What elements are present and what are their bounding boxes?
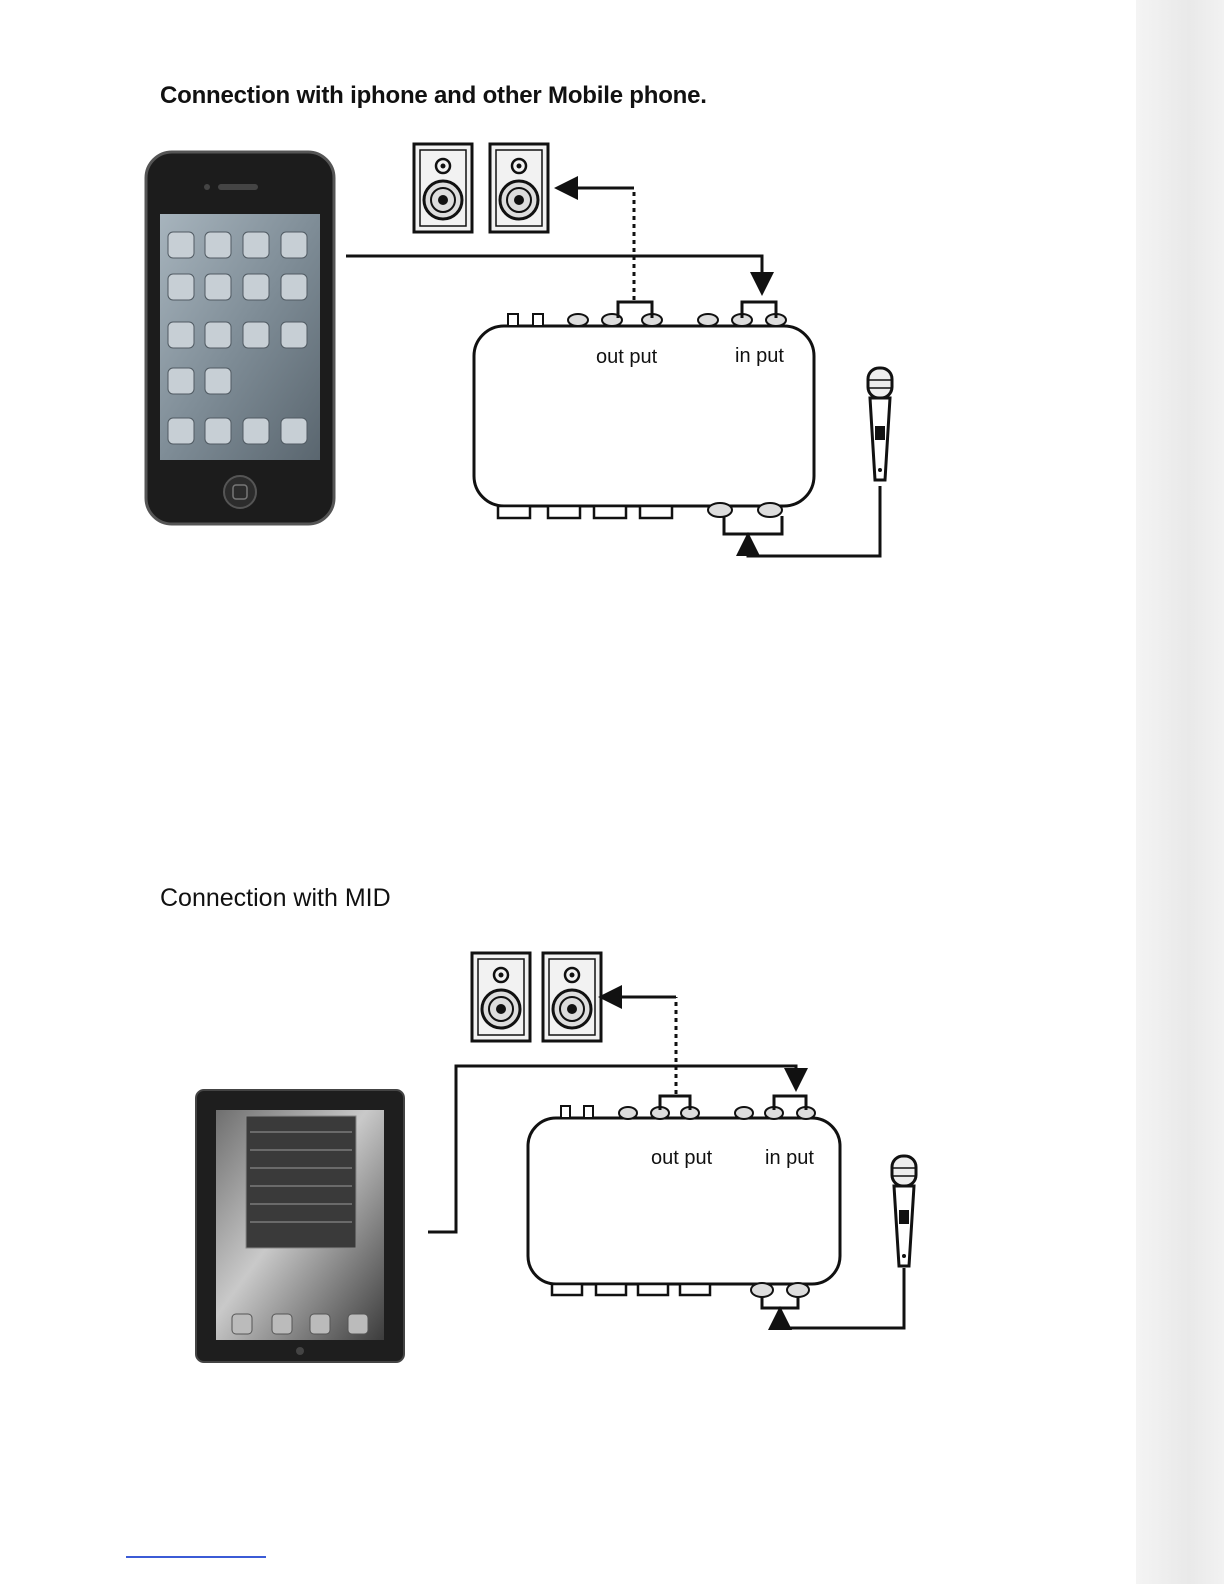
phone-device (146, 152, 334, 524)
mid-speaker-right (543, 953, 601, 1041)
page-edge-shadow (1136, 0, 1224, 1584)
mid-mixer: out put in put (528, 1106, 840, 1297)
phone-microphone (868, 368, 892, 480)
phone-speaker-left (414, 144, 472, 232)
footer-rule (126, 1556, 266, 1558)
mid-microphone (892, 1156, 916, 1266)
mid-mixer-input-label: in put (765, 1147, 814, 1169)
tablet-device (196, 1090, 404, 1362)
phone-mixer: out put in put (474, 314, 814, 518)
connection-diagrams: out put in put (0, 0, 1136, 1584)
mid-speaker-left (472, 953, 530, 1041)
mid-mixer-output-label: out put (651, 1147, 713, 1169)
phone-mixer-input-label: in put (735, 345, 784, 367)
phone-mixer-output-label: out put (596, 346, 658, 368)
phone-speaker-right (490, 144, 548, 232)
